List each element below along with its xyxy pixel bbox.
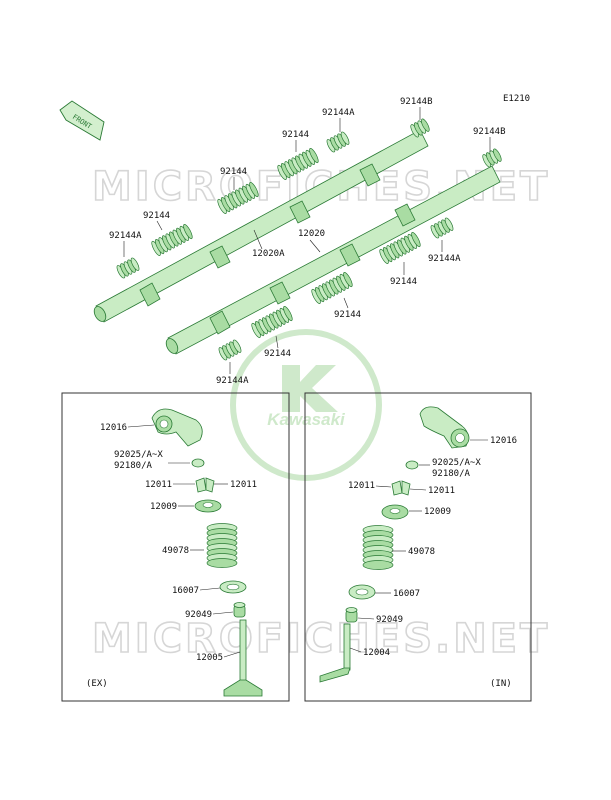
in-spring-coils — [362, 525, 394, 570]
spring-92144b-right — [482, 148, 502, 168]
front-arrow-icon: FRONT — [59, 100, 105, 141]
kawasaki-logo: Kawasaki — [230, 329, 382, 481]
camshaft-12020a — [93, 129, 429, 323]
label-92144-d: 92144 — [390, 277, 417, 287]
in-label-cotter-right: 12011 — [428, 486, 455, 496]
in-panel — [304, 392, 532, 702]
ex-label-retainer: 12009 — [150, 502, 177, 512]
ex-label-rocker: 12016 — [100, 423, 127, 433]
spring-92144a-bottom — [218, 339, 242, 361]
in-panel-tag: (IN) — [490, 679, 512, 689]
ex-stem-seal — [233, 602, 246, 618]
ex-label-cotter-left: 12011 — [145, 480, 172, 490]
label-12020a: 12020A — [252, 249, 285, 259]
spring-92144-e — [311, 272, 353, 304]
in-label-seal: 92049 — [376, 615, 403, 625]
svg-text:Kawasaki: Kawasaki — [267, 410, 346, 429]
in-label-seat: 16007 — [393, 589, 420, 599]
spring-92144-b — [217, 182, 259, 214]
in-stem-seal — [345, 607, 358, 623]
ex-label-valve: 12005 — [196, 653, 223, 663]
label-92144a-top: 92144A — [322, 108, 355, 118]
spring-92144-c — [151, 224, 193, 256]
in-label-rocker: 12016 — [490, 436, 517, 446]
in-label-pad-2: 92180/A — [432, 469, 471, 479]
spring-92144b-top — [410, 118, 430, 138]
label-92144-b: 92144 — [220, 167, 247, 177]
label-92144b-top: 92144B — [400, 97, 433, 107]
watermark-bottom: MICROFICHES.NET — [92, 616, 550, 662]
in-cotters — [391, 480, 411, 496]
in-valve-spring — [362, 525, 394, 570]
in-label-pad-1: 92025/A~X — [432, 458, 481, 468]
ex-label-seal: 92049 — [185, 610, 212, 620]
label-92144b-right: 92144B — [473, 127, 506, 137]
spring-92144a-top — [326, 131, 350, 153]
label-92144-e: 92144 — [334, 310, 361, 320]
ex-shim — [191, 458, 205, 468]
in-rocker-arm — [419, 406, 470, 449]
spring-92144-a — [277, 148, 319, 180]
label-92144a-right: 92144A — [428, 254, 461, 264]
ex-rocker-arm — [151, 408, 203, 447]
cam-springs — [116, 118, 502, 361]
ex-valve-spring — [206, 523, 238, 568]
camshaft-12020 — [165, 165, 501, 355]
in-retainer — [381, 504, 409, 520]
ex-label-cotter-right: 12011 — [230, 480, 257, 490]
in-shim — [405, 460, 419, 470]
label-92144-c: 92144 — [143, 211, 170, 221]
ex-panel-tag: (EX) — [86, 679, 108, 689]
ex-label-pad-2: 92180/A — [114, 461, 153, 471]
ex-spring-coils — [206, 523, 238, 568]
in-valve — [319, 623, 351, 683]
spring-92144a-left — [116, 257, 140, 279]
diagram-code: E1210 — [503, 94, 530, 104]
spring-92144a-right — [430, 217, 454, 239]
spring-92144-f — [251, 306, 293, 338]
in-label-spring: 49078 — [408, 547, 435, 557]
in-label-retainer: 12009 — [424, 507, 451, 517]
ex-panel — [61, 392, 290, 702]
ex-label-spring: 49078 — [162, 546, 189, 556]
label-92144-a: 92144 — [282, 130, 309, 140]
ex-label-seat: 16007 — [172, 586, 199, 596]
in-label-cotter-left: 12011 — [348, 481, 375, 491]
label-92144a-left: 92144A — [109, 231, 142, 241]
in-label-valve: 12004 — [363, 648, 390, 658]
label-92144-f: 92144 — [264, 349, 291, 359]
spring-92144-d — [379, 232, 421, 264]
label-12020: 12020 — [298, 229, 325, 239]
ex-spring-seat — [219, 580, 247, 594]
ex-valve — [223, 619, 263, 697]
label-92144a-bottom: 92144A — [216, 376, 249, 386]
ex-cotters — [195, 477, 215, 493]
ex-label-pad-1: 92025/A~X — [114, 450, 163, 460]
ex-retainer — [194, 499, 222, 513]
in-spring-seat — [348, 584, 376, 600]
